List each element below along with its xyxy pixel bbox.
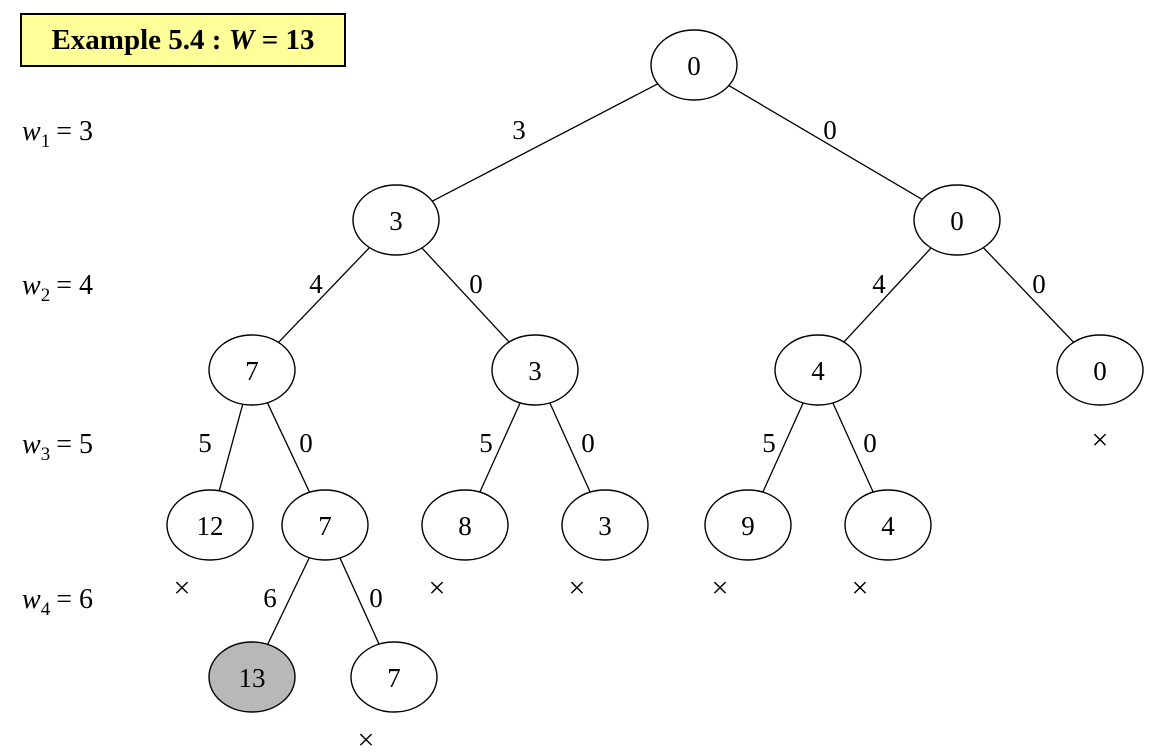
tree-node-n1 <box>352 184 440 256</box>
edge-label-n4-n10: 0 <box>581 428 595 458</box>
prune-mark-n7: × <box>174 572 191 605</box>
node-label-n4: 3 <box>528 356 542 386</box>
prune-mark-n9: × <box>429 572 446 605</box>
tree-node-n7 <box>166 489 254 561</box>
edge-label-n0-n1: 3 <box>512 115 526 145</box>
edge-label-n4-n9: 5 <box>479 428 493 458</box>
level-label-w2: w2= 4 <box>22 270 93 306</box>
tree-node-n11 <box>704 489 792 561</box>
edge-n3-n7 <box>218 404 244 491</box>
edge-label-n8-n13: 6 <box>263 583 277 613</box>
prune-mark-n14: × <box>358 724 375 753</box>
edge-label-n5-n11: 5 <box>762 428 776 458</box>
goal-node-n13 <box>208 641 296 713</box>
tree-node-n0 <box>650 29 738 101</box>
tree-node-n9 <box>421 489 509 561</box>
node-label-n11: 9 <box>741 511 755 541</box>
prune-mark-n11: × <box>712 572 729 605</box>
node-label-n7: 12 <box>197 511 224 541</box>
node-label-n1: 3 <box>389 206 403 236</box>
node-label-n8: 7 <box>318 511 332 541</box>
node-label-n2: 0 <box>950 206 964 236</box>
edge-n5-n11 <box>762 402 804 493</box>
tree-node-n6 <box>1056 334 1144 406</box>
example-title: Example 5.4 : W = 13 <box>20 13 346 67</box>
edge-label-n2-n6: 0 <box>1032 269 1046 299</box>
tree-node-n8 <box>281 489 369 561</box>
node-label-n10: 3 <box>598 511 612 541</box>
node-label-n3: 7 <box>245 356 259 386</box>
edge-label-n2-n5: 4 <box>872 269 886 299</box>
node-label-n0: 0 <box>687 51 701 81</box>
title-variable: W <box>228 23 255 56</box>
tree-node-n10 <box>561 489 649 561</box>
edge-n8-n13 <box>267 557 310 645</box>
tree-node-n12 <box>844 489 932 561</box>
level-label-w3: w3= 5 <box>22 429 93 465</box>
edge-n1-n3 <box>278 247 370 343</box>
edge-n3-n8 <box>266 402 311 493</box>
edge-label-n5-n12: 0 <box>863 428 877 458</box>
tree-node-n14 <box>350 641 438 713</box>
edge-n5-n12 <box>832 402 874 493</box>
prune-mark-n12: × <box>852 572 869 605</box>
level-label-w1: w1= 3 <box>22 116 93 152</box>
node-label-n5: 4 <box>811 356 825 386</box>
edge-n2-n5 <box>843 247 932 343</box>
edge-label-n3-n7: 5 <box>198 428 212 458</box>
tree-node-n5 <box>774 334 862 406</box>
tree-node-n3 <box>208 334 296 406</box>
edge-label-n0-n2: 0 <box>823 115 837 145</box>
level-label-w4: w4= 6 <box>22 584 93 620</box>
title-equals: = 13 <box>261 23 315 56</box>
node-label-n9: 8 <box>458 511 472 541</box>
edge-n4-n10 <box>549 402 591 493</box>
node-label-n12: 4 <box>881 511 895 541</box>
tree-node-n4 <box>491 334 579 406</box>
edge-n8-n14 <box>339 557 380 645</box>
prune-mark-n6: × <box>1092 424 1109 457</box>
edge-n1-n4 <box>421 247 510 343</box>
edge-n4-n9 <box>479 402 521 493</box>
tree-node-n2 <box>913 184 1001 256</box>
edge-n2-n6 <box>982 247 1075 343</box>
node-label-n13: 13 <box>239 663 266 693</box>
prune-mark-n10: × <box>569 572 586 605</box>
edge-n0-n2 <box>728 84 923 201</box>
edge-n0-n1 <box>431 83 659 202</box>
title-prefix: Example 5.4 : <box>51 23 222 56</box>
edge-label-n3-n8: 0 <box>299 428 313 458</box>
edge-label-n8-n14: 0 <box>369 583 383 613</box>
edge-label-n1-n3: 4 <box>309 269 323 299</box>
node-label-n14: 7 <box>387 663 401 693</box>
node-label-n6: 0 <box>1093 356 1107 386</box>
edge-label-n1-n4: 0 <box>469 269 483 299</box>
